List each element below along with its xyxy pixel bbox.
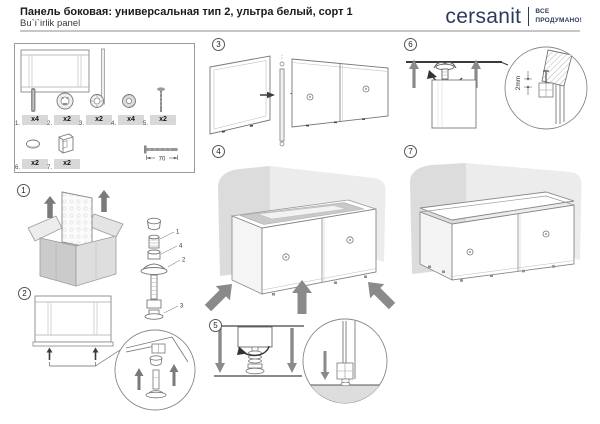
step6-clip-illustration: 2mm — [406, 46, 588, 130]
floor-area — [303, 385, 387, 403]
part-item: 1.x4 — [15, 84, 48, 127]
panel-base-rail — [32, 341, 114, 347]
exploded-label: 3 — [180, 304, 184, 310]
down-arrow-icon — [215, 328, 225, 373]
box-flap-left — [27, 215, 63, 242]
small-up-arrow-icon — [92, 347, 99, 360]
side-panel — [231, 215, 263, 295]
long-screw-icon — [145, 84, 176, 114]
part-ref: 5. — [143, 121, 149, 127]
big-arrow-icon — [292, 280, 312, 314]
oval-cap-icon — [17, 128, 48, 158]
push-arrow-right-icon — [260, 91, 275, 99]
step-3-badge: 3 — [212, 38, 225, 51]
gap-dimension — [524, 71, 532, 95]
part-item: 5.x2 — [143, 84, 176, 127]
step4-install-illustration — [204, 166, 396, 314]
gap-label: 2mm — [515, 76, 522, 90]
step-2-badge: 2 — [18, 287, 31, 300]
brand-tagline-line2: ПРОДУМАНО! — [535, 16, 582, 24]
logo-separator — [528, 7, 530, 26]
step-1-badge: 1 — [17, 184, 30, 197]
part-qty: x4 — [118, 115, 144, 125]
step-4-badge: 4 — [212, 145, 225, 158]
left-panel — [209, 55, 271, 135]
step2-panel-illustration — [32, 295, 121, 367]
strip-screw — [279, 141, 285, 147]
down-arrow-icon — [320, 351, 330, 380]
part-ref: 3. — [79, 121, 85, 127]
step7-finished-illustration — [410, 163, 582, 282]
threaded-rod-icon — [17, 84, 48, 114]
exploded-label: 1 — [176, 230, 180, 236]
step-7-badge: 7 — [404, 145, 417, 158]
brand-logo: cersanit ВСЕ ПРОДУМАНО! — [445, 6, 582, 27]
big-arrow-icon — [204, 284, 232, 312]
part-item: 2.x2 — [47, 84, 80, 127]
up-arrow-icon — [409, 59, 419, 88]
box-flap-right — [87, 213, 124, 238]
strip-screw — [279, 61, 285, 67]
part-ref: 7. — [47, 165, 53, 171]
page-title: Панель боковая: универсальная тип 2, уль… — [20, 6, 353, 18]
part-qty: x2 — [150, 115, 176, 125]
screw-length-label: 70 — [159, 156, 166, 162]
exploded-label: 2 — [182, 258, 186, 264]
part-item: 3.x2 — [79, 84, 112, 127]
part-qty: x2 — [86, 115, 112, 125]
brand-tagline-line1: ВСЕ — [535, 8, 550, 16]
part-ref: 2. — [47, 121, 53, 127]
panel-drawing — [20, 49, 90, 93]
foot-exploded-view: 1 4 2 3 — [140, 217, 186, 320]
part-qty: x2 — [22, 159, 48, 169]
panel-top-block — [431, 79, 477, 129]
connector-strip-drawing — [101, 48, 105, 105]
step-5-badge: 5 — [209, 319, 222, 332]
foot-base-top-icon — [49, 84, 80, 114]
parts-list-box: 1.x4 2.x2 3.x2 4.x4 5.x2 — [14, 43, 195, 173]
screw-length-drawing: 70 — [144, 145, 178, 162]
mounting-bracket-icon — [49, 128, 80, 158]
detail-callout-line — [49, 349, 121, 367]
down-arrow-icon — [287, 328, 297, 373]
part-leader-lines — [159, 231, 181, 314]
part-ref: 4. — [111, 121, 117, 127]
header-divider — [20, 30, 580, 32]
exploded-label: 4 — [179, 244, 183, 250]
up-arrow-icon — [43, 196, 57, 218]
part-qty: x2 — [54, 159, 80, 169]
part-qty: x2 — [54, 115, 80, 125]
up-arrow-icon — [169, 364, 179, 386]
washer-nut-top-icon — [113, 84, 144, 114]
brand-tagline: ВСЕ ПРОДУМАНО! — [535, 8, 582, 24]
locknut-top-icon — [81, 84, 112, 114]
small-up-arrow-icon — [46, 347, 53, 360]
rotate-arrow-icon — [237, 345, 270, 357]
tub-top — [419, 191, 575, 221]
adjustable-foot — [245, 367, 265, 375]
brand-name: cersanit — [445, 5, 522, 28]
panel-bottom-block — [237, 326, 273, 348]
up-arrow-icon — [134, 368, 144, 390]
big-arrow-icon — [368, 282, 396, 310]
floor-contact-detail-circle — [302, 318, 388, 404]
step3-join-panels-illustration — [209, 54, 389, 147]
foot-insert-detail-circle — [114, 329, 196, 411]
part-ref: 6. — [15, 165, 21, 171]
up-arrow-icon — [97, 190, 111, 212]
box-front-left — [39, 237, 77, 287]
front-panel — [261, 208, 377, 295]
front-panel — [451, 204, 575, 281]
retaining-clip — [433, 61, 457, 80]
step1-unboxing-illustration — [27, 190, 124, 287]
step-6-badge: 6 — [404, 38, 417, 51]
wrapped-panel — [61, 191, 93, 249]
part-ref: 1. — [15, 121, 21, 127]
part-qty: x4 — [22, 115, 48, 125]
part-item: 4.x4 — [111, 84, 144, 127]
part-item: 6.x2 — [15, 128, 48, 171]
step5-adjust-foot-illustration — [214, 325, 304, 377]
page-subtitle: Bu`i`irlik panel — [20, 18, 81, 29]
part-item: 7.x2 — [47, 128, 80, 171]
